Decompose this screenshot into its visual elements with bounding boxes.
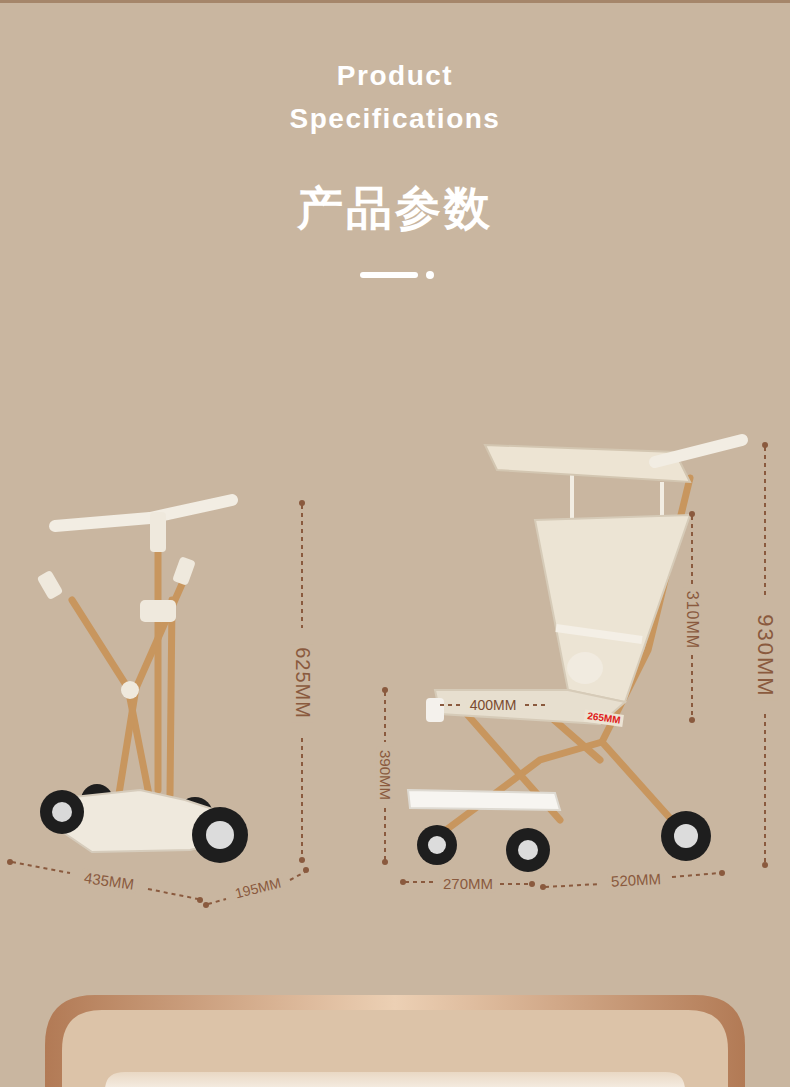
dimension-label: 195MM — [230, 874, 285, 902]
dimension-label: 270MM — [440, 875, 496, 892]
dimension-line — [691, 516, 693, 585]
title-dot — [426, 271, 434, 279]
dimension-end — [299, 500, 305, 506]
dimension-line — [384, 808, 386, 860]
wheel — [192, 807, 248, 863]
frame — [72, 535, 186, 800]
wheel-hub — [206, 821, 234, 849]
stem-joint — [150, 512, 166, 552]
hinge — [140, 600, 176, 622]
dimension-label: 390MM — [376, 747, 393, 803]
wheel — [661, 811, 711, 861]
dimension-ends — [7, 442, 768, 908]
crotch-pad — [567, 652, 603, 684]
wheel-hub — [518, 840, 538, 860]
dimension-label: 435MM — [80, 869, 138, 894]
canopy-strut — [570, 470, 574, 522]
seat-back — [535, 515, 690, 702]
dimension-label: 930MM — [752, 611, 777, 700]
frame-tube — [446, 742, 602, 830]
page-title: Product Specifications — [250, 54, 540, 140]
dimension-line — [440, 704, 462, 706]
frame-tube — [118, 575, 186, 800]
dimension-label: 625MM — [291, 644, 314, 722]
handlebar — [655, 440, 742, 462]
dimension-end — [689, 511, 695, 517]
dimension-end — [303, 867, 309, 873]
dimension-label: 310MM — [683, 588, 701, 652]
dimension-lines — [12, 447, 765, 904]
subtitle: 产品参数 — [294, 182, 496, 235]
dimension-line — [301, 505, 303, 628]
joint — [426, 698, 444, 722]
dimension-line — [405, 881, 436, 883]
canopy-strut — [660, 482, 664, 518]
bottom-panel — [105, 1072, 685, 1087]
dimension-line — [290, 872, 305, 880]
dimension-end — [540, 884, 546, 890]
hinge — [121, 681, 139, 699]
dimension-label: 400MM — [467, 697, 520, 713]
dimension-end — [7, 859, 13, 865]
strap — [556, 628, 642, 640]
dimension-line — [12, 862, 70, 873]
dimension-line — [764, 714, 766, 863]
frame-tube — [72, 600, 150, 800]
footrest — [408, 790, 560, 810]
folded-stroller — [37, 500, 248, 863]
dimension-line — [148, 889, 198, 899]
dimension-line — [301, 738, 303, 858]
wheel-hub — [674, 824, 698, 848]
joint — [172, 556, 196, 586]
dimension-line — [545, 884, 600, 887]
dimension-label: 520MM — [608, 870, 665, 890]
frame-tube — [170, 600, 172, 795]
dimension-line — [691, 655, 693, 718]
title-underline — [360, 272, 418, 278]
dimension-end — [762, 862, 768, 868]
dimension-end — [382, 687, 388, 693]
wheel-hub — [52, 802, 72, 822]
wheel-hub — [428, 836, 446, 854]
frame-tube — [155, 535, 162, 790]
wheel — [40, 790, 84, 834]
frame — [446, 478, 690, 836]
dimension-end — [382, 859, 388, 865]
dimension-line — [500, 883, 530, 885]
dimension-line — [384, 692, 386, 742]
dimension-end — [197, 897, 203, 903]
dimension-line — [764, 447, 766, 598]
dimension-line — [525, 704, 548, 706]
dimension-end — [689, 717, 695, 723]
dimension-end — [762, 442, 768, 448]
handlebar — [55, 518, 150, 526]
dimension-end — [400, 879, 406, 885]
dimension-end — [719, 870, 725, 876]
wheel — [506, 828, 550, 872]
dimension-line — [672, 873, 720, 877]
dimension-end — [299, 857, 305, 863]
joint — [37, 570, 64, 601]
dimension-label: 265MM — [584, 710, 625, 727]
dimension-end — [203, 902, 209, 908]
open-stroller — [408, 440, 742, 872]
dimension-end — [529, 881, 535, 887]
dimension-line — [208, 899, 226, 904]
wheel — [417, 825, 457, 865]
top-band — [0, 0, 790, 3]
